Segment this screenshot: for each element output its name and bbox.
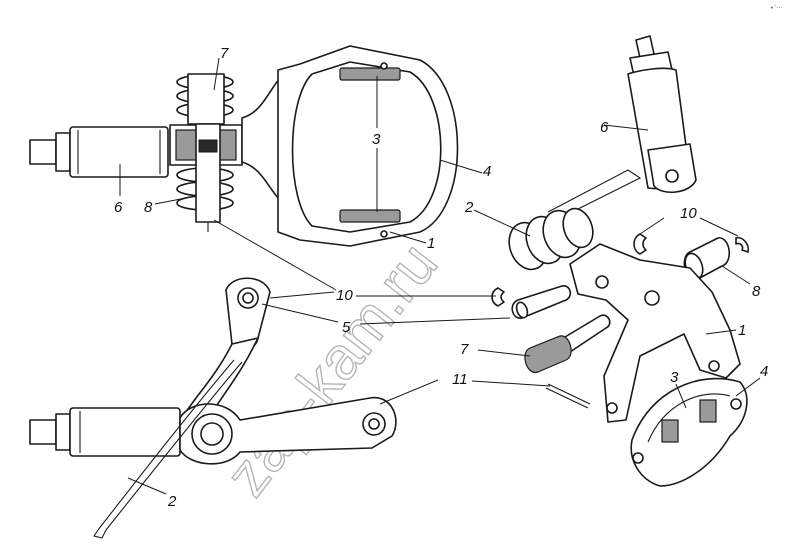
rod-center (195, 123, 221, 223)
pad-3-right-b (699, 399, 717, 423)
callout-3-bottom: 3 (670, 369, 679, 386)
chamber-6-top-right (627, 35, 697, 193)
leader-lines (119, 57, 761, 495)
bracket-1-right (569, 243, 741, 423)
cotter-pin-11 (547, 383, 591, 405)
callout-2-bottom: 2 (167, 493, 177, 510)
top-assembly (29, 45, 459, 247)
callout-6-top-left: 6 (114, 199, 123, 216)
callout-3-top: 3 (372, 131, 381, 148)
pad-3-upper (339, 67, 401, 81)
callout-2-top: 2 (464, 199, 474, 216)
main-lever (179, 396, 397, 465)
spring-rod-2-bottom (97, 359, 235, 531)
callout-7-mid: 7 (460, 341, 469, 358)
corner-mark: •´··· (770, 5, 782, 12)
callout-7-top: 7 (220, 45, 229, 62)
pin-7-long (559, 314, 611, 353)
callout-1-top: 1 (427, 235, 435, 252)
watermark: zap-kam.ru (212, 230, 450, 508)
callout-labels: 7 3 4 1 6 8 6 2 10 8 1 10 5 7 11 3 4 2 (114, 45, 768, 510)
small-parts (491, 233, 750, 409)
chamber-6-top-left (29, 126, 169, 178)
callout-8-top: 8 (144, 199, 153, 216)
lever-assembly-bottom (29, 277, 397, 539)
callout-8-right: 8 (752, 283, 761, 300)
pin-7-top (187, 73, 225, 125)
callout-4-bottom: 4 (760, 363, 768, 380)
pad-3-right-a (661, 419, 679, 443)
retaining-ring-10-c (735, 236, 750, 253)
callout-6-top-right: 6 (600, 119, 609, 136)
retaining-ring-10-b (633, 233, 647, 255)
callout-10-mid: 10 (336, 287, 353, 304)
callout-5-mid: 5 (342, 319, 351, 336)
callout-1-right: 1 (738, 322, 746, 339)
callout-4-top: 4 (483, 163, 491, 180)
retaining-ring-10-a (491, 287, 505, 307)
pin-7-head (524, 335, 572, 373)
callout-10-right: 10 (680, 205, 697, 222)
shoe-4-right (630, 377, 748, 487)
callout-11-mid: 11 (452, 371, 468, 388)
spring-2-middle (508, 169, 642, 271)
pad-3-lower (339, 209, 401, 223)
chamber-bottom (69, 407, 181, 457)
